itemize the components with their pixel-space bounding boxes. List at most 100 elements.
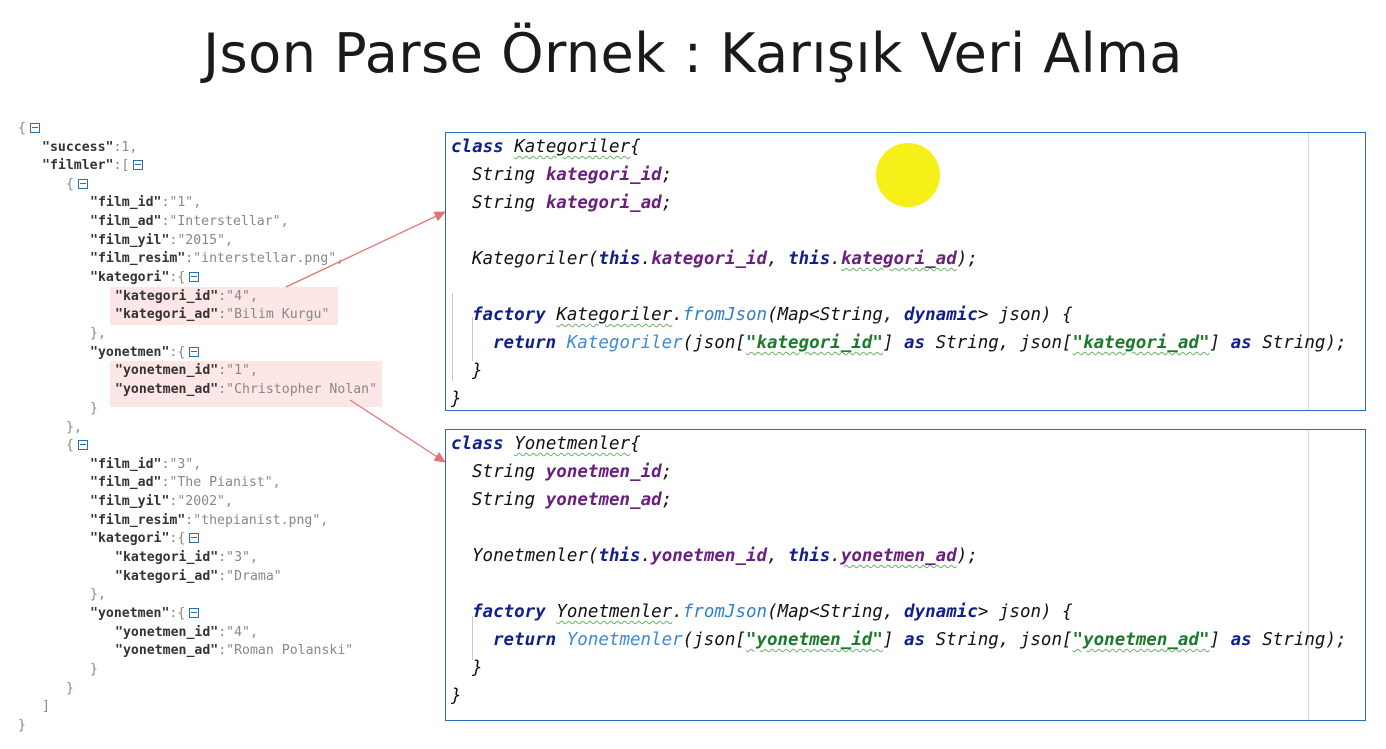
class-ref: Yonetmenler (566, 630, 683, 650)
json-value: "Bilim Kurgu" (226, 307, 330, 322)
json-value: "thepianist.png" (193, 513, 321, 528)
json-key: "yonetmen" (90, 606, 170, 621)
field-name: kategori_id (651, 249, 768, 269)
json-key: "kategori" (90, 531, 170, 546)
string-literal: "kategori_ad" (1072, 333, 1210, 353)
json-key: "film_resim" (90, 251, 186, 266)
class-name: Kategoriler (514, 137, 631, 157)
json-value: "3" (226, 550, 250, 565)
keyword-as: as (903, 333, 926, 353)
string-literal: "yonetmen_ad" (1072, 630, 1210, 650)
type-string: String (935, 333, 999, 353)
keyword-this: this (598, 249, 641, 269)
keyword-return: return (493, 630, 557, 650)
json-value: "1" (226, 363, 250, 378)
arrow-kategori (285, 211, 447, 288)
json-value: "Christopher Nolan" (226, 382, 378, 397)
type-string: String (472, 490, 536, 510)
kategoriler-code-box: class Kategoriler{ String kategori_id; S… (445, 132, 1366, 411)
collapse-icon[interactable] (77, 440, 88, 450)
json-key: "yonetmen" (90, 345, 170, 360)
json-key: "film_resim" (90, 513, 186, 528)
json-value: "2015" (177, 233, 225, 248)
json-value: "2002" (177, 494, 225, 509)
json-value: "Interstellar" (169, 214, 281, 229)
collapse-icon[interactable] (189, 533, 200, 543)
json-value: "The Pianist" (169, 475, 273, 490)
field-name: yonetmen_id (545, 462, 662, 482)
keyword-factory: factory (472, 305, 546, 325)
keyword-return: return (493, 333, 557, 353)
json-value: "4" (226, 625, 250, 640)
json-key: "success" (42, 140, 114, 155)
json-value: "4" (226, 289, 250, 304)
keyword-this: this (598, 546, 641, 566)
json-key: "yonetmen_ad" (115, 382, 219, 397)
method-name: fromJson (682, 305, 768, 325)
json-key: "yonetmen_id" (115, 625, 219, 640)
keyword-as: as (1230, 333, 1252, 353)
collapse-icon[interactable] (189, 272, 200, 282)
field-name: kategori_id (545, 165, 662, 185)
json-key: "kategori" (90, 270, 170, 285)
class-name: Yonetmenler (514, 434, 631, 454)
slide-title: Json Parse Örnek : Karışık Veri Alma (203, 22, 1183, 85)
highlight-yonetmen (110, 361, 382, 407)
keyword-dynamic: dynamic (904, 602, 978, 622)
type-string: String (819, 305, 883, 325)
arrow-yonetmen (349, 399, 447, 463)
keyword-class: class (451, 137, 504, 157)
type-string: String (472, 462, 536, 482)
json-key: "kategori_ad" (115, 569, 219, 584)
json-key: "filmler" (42, 158, 114, 173)
json-value: "Roman Polanski" (226, 643, 354, 658)
yonetmenler-code-box: class Yonetmenler{ String yonetmen_id; S… (445, 429, 1366, 721)
string-literal: "kategori_id" (745, 333, 883, 353)
json-value: "Drama" (226, 569, 282, 584)
keyword-class: class (451, 434, 504, 454)
class-name: Kategoriler (556, 305, 673, 325)
json-key: "film_yil" (90, 494, 170, 509)
keyword-as: as (1230, 630, 1252, 650)
collapse-icon[interactable] (29, 123, 40, 133)
json-key: "kategori_id" (115, 550, 219, 565)
json-value: "3" (169, 457, 194, 472)
collapse-icon[interactable] (189, 608, 200, 618)
string-literal: "yonetmen_id" (745, 630, 883, 650)
json-key: "film_id" (90, 457, 162, 472)
field-name: yonetmen_ad (840, 546, 957, 566)
highlight-kategori (110, 287, 338, 325)
json-key: "film_yil" (90, 233, 170, 248)
json-key: "kategori_ad" (115, 307, 219, 322)
field-name: yonetmen_id (651, 546, 768, 566)
keyword-factory: factory (472, 602, 546, 622)
type-string: String (1262, 333, 1326, 353)
class-name: Yonetmenler (556, 602, 673, 622)
collapse-icon[interactable] (189, 347, 200, 357)
json-value: "interstellar.png" (193, 251, 337, 266)
field-name: kategori_ad (545, 193, 662, 213)
json-key: "yonetmen_ad" (115, 643, 219, 658)
json-key: "film_id" (90, 195, 162, 210)
json-tree: { "success":1, "filmler":[ { "film_id":"… (0, 0, 420, 749)
constructor-name: Kategoriler (472, 249, 588, 269)
cursor-highlight-dot (876, 143, 940, 207)
keyword-as: as (903, 630, 926, 650)
collapse-icon[interactable] (77, 179, 88, 189)
json-key: "yonetmen_id" (115, 363, 219, 378)
field-name: yonetmen_ad (545, 490, 662, 510)
keyword-this: this (788, 249, 831, 269)
class-ref: Kategoriler (566, 333, 683, 353)
json-value: "1" (169, 195, 194, 210)
type-string: String (472, 165, 536, 185)
json-key: "film_ad" (90, 214, 162, 229)
collapse-icon[interactable] (133, 160, 144, 170)
field-name: kategori_ad (840, 249, 957, 269)
json-key: "kategori_id" (115, 289, 219, 304)
keyword-dynamic: dynamic (904, 305, 978, 325)
type-string: String (1262, 630, 1326, 650)
type-string: String (472, 193, 536, 213)
json-key: "film_ad" (90, 475, 162, 490)
keyword-this: this (788, 546, 831, 566)
